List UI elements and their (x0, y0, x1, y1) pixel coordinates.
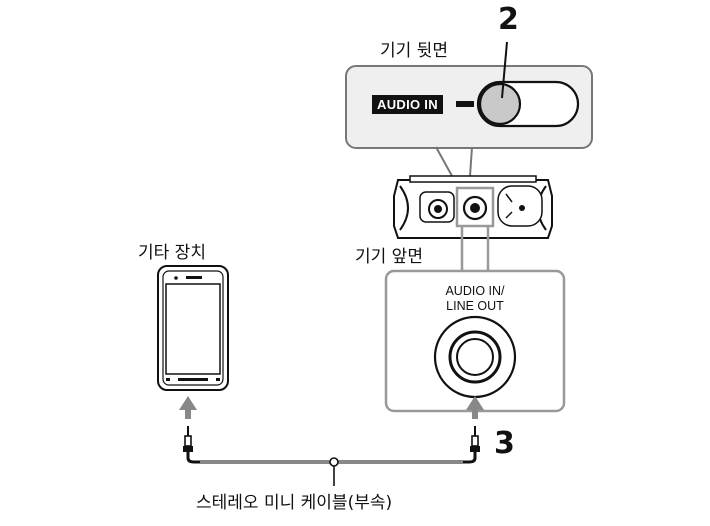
step-3-number: 3 (494, 426, 515, 461)
stereo-mini-cable (183, 426, 480, 486)
audio-in-badge: AUDIO IN (372, 95, 443, 114)
other-device-label: 기타 장치 (138, 243, 206, 263)
rear-label: 기기 뒷면 (380, 41, 448, 61)
speaker-up-arrow (466, 396, 484, 419)
front-jack-hole (456, 338, 494, 376)
audio-in-switch-knob (478, 82, 522, 126)
step-2-number: 2 (498, 2, 519, 37)
front-jack-label-line2: LINE OUT (446, 299, 504, 313)
phone-up-arrow (179, 396, 197, 419)
badge-dash (456, 101, 474, 107)
front-label: 기기 앞면 (355, 247, 423, 267)
smartphone-device (157, 265, 229, 391)
front-jack-label: AUDIO IN/ LINE OUT (386, 284, 564, 314)
step2-leader-line (501, 41, 508, 99)
front-jack-label-line1: AUDIO IN/ (445, 284, 505, 298)
cable-label: 스테레오 미니 케이블(부속) (196, 493, 393, 513)
rear-callout-pointer (435, 146, 473, 177)
speaker-device (393, 175, 553, 239)
front-callout-pointer (460, 226, 490, 272)
